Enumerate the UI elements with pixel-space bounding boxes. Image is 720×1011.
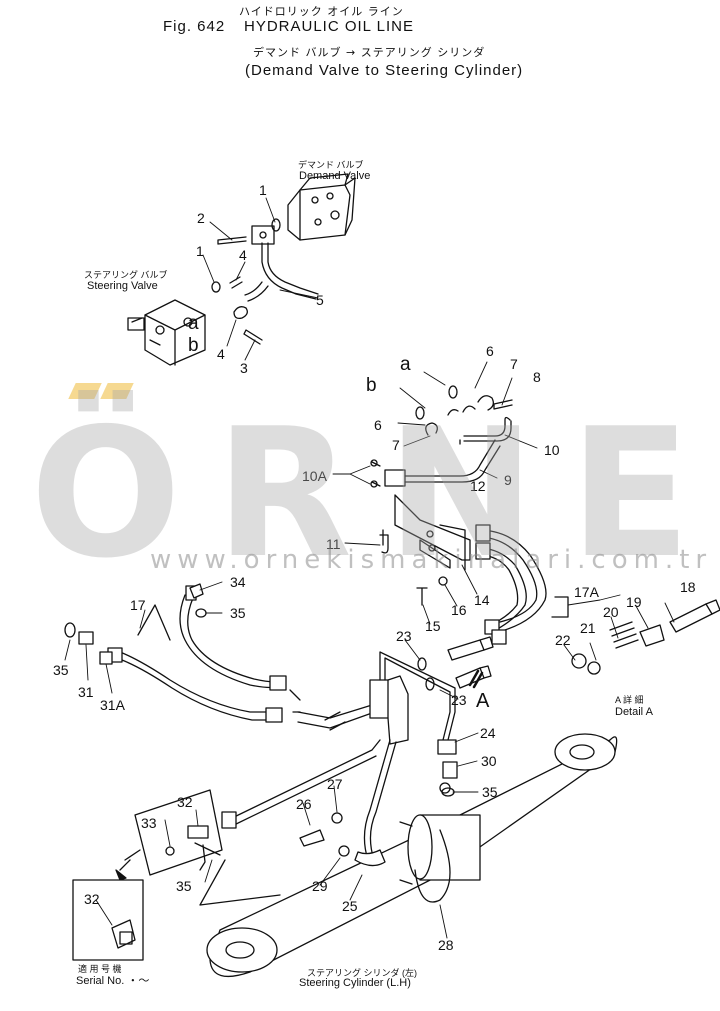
callout-12: 12	[470, 478, 486, 494]
demand-valve-part	[287, 173, 356, 241]
serial-label: Serial No. ・～	[76, 975, 150, 987]
callout-27: 27	[327, 776, 343, 792]
callout-7-lower: 7	[392, 437, 400, 453]
demand-valve-label-jp: デマンド バルブ	[298, 160, 364, 170]
title-japanese: ハイドロリック オイル ライン	[239, 5, 404, 18]
subtitle-japanese: デマンド バルブ → ステアリング シリンダ	[253, 46, 486, 59]
callout-17a: 17A	[574, 584, 599, 600]
hose-17a-part	[475, 524, 569, 645]
callout-17: 17	[130, 597, 146, 613]
callout-30: 30	[481, 753, 497, 769]
callout-35-left: 35	[53, 662, 69, 678]
callout-34: 34	[230, 574, 246, 590]
serial-inset-part	[72, 879, 144, 961]
callout-15: 15	[425, 618, 441, 634]
callout-6-lower: 6	[374, 417, 382, 433]
callout-2: 2	[197, 210, 205, 226]
callout-28: 28	[438, 937, 454, 953]
callout-3: 3	[240, 360, 248, 376]
detail-a-marker: A	[476, 690, 490, 712]
bracket-14-part	[379, 494, 471, 606]
callout-22: 22	[555, 632, 571, 648]
subtitle-english: (Demand Valve to Steering Cylinder)	[245, 62, 524, 79]
callout-19: 19	[626, 594, 642, 610]
callout-20: 20	[603, 604, 619, 620]
pipe-5-part	[211, 218, 319, 345]
demand-valve-label: Demand Valve	[299, 170, 371, 182]
callout-14: 14	[474, 592, 490, 608]
inset-box-part	[115, 789, 281, 906]
steering-cylinder-label: Steering Cylinder (L.H)	[299, 977, 411, 989]
detail-a-label: Detail A	[615, 706, 653, 718]
callout-29: 29	[312, 878, 328, 894]
callout-33: 33	[141, 815, 157, 831]
pipe-24-part	[297, 651, 458, 794]
leader-lines	[64, 197, 675, 939]
callout-23-upper: 23	[396, 628, 412, 644]
callout-10a: 10A	[302, 468, 327, 484]
callout-5: 5	[316, 292, 324, 308]
callout-1-lower: 1	[196, 243, 204, 259]
serial-label-jp: 適 用 号 機	[78, 964, 122, 974]
callout-9: 9	[504, 472, 512, 488]
steering-valve-part	[127, 299, 206, 366]
pipe-10-assembly	[370, 385, 513, 488]
callout-26: 26	[296, 796, 312, 812]
callout-7-upper: 7	[510, 356, 518, 372]
steering-cylinder-part	[206, 733, 618, 978]
connection-letter-b-pipe: b	[366, 375, 377, 396]
connection-letter-a-pipe: a	[400, 354, 411, 375]
callout-1-upper: 1	[259, 182, 267, 198]
callout-6-upper: 6	[486, 343, 494, 359]
steering-cylinder-label-jp: ステアリング シリンダ (左)	[307, 968, 417, 978]
callout-31a: 31A	[100, 697, 125, 713]
connection-letter-b-valve: b	[188, 335, 199, 356]
hose-17-part	[107, 585, 301, 723]
callout-8: 8	[533, 369, 541, 385]
callout-4-upper: 4	[239, 247, 247, 263]
steering-valve-label-jp: ステアリング バルブ	[84, 270, 168, 280]
callout-21: 21	[580, 620, 596, 636]
callout-24: 24	[480, 725, 496, 741]
callout-35-right: 35	[482, 784, 498, 800]
figure-title: HYDRAULIC OIL LINE	[244, 18, 414, 35]
callout-35-bottom: 35	[176, 878, 192, 894]
callout-11: 11	[326, 536, 341, 552]
callout-10: 10	[544, 442, 560, 458]
detail-a-label-jp: A 詳 細	[615, 695, 644, 705]
callout-4-lower: 4	[217, 346, 225, 362]
callout-18: 18	[680, 579, 696, 595]
connection-letter-a-valve: a	[188, 313, 199, 334]
callout-25: 25	[342, 898, 358, 914]
figure-number: Fig. 642	[163, 18, 226, 35]
steering-valve-label: Steering Valve	[87, 280, 158, 292]
callout-16: 16	[451, 602, 467, 618]
fittings-23-part	[417, 636, 494, 691]
callout-23-lower: 23	[451, 692, 467, 708]
fittings-left-part	[64, 583, 455, 797]
callout-35-top: 35	[230, 605, 246, 621]
callout-32-inset: 32	[177, 794, 193, 810]
callout-31: 31	[78, 684, 94, 700]
detail-a-parts	[571, 599, 720, 675]
callout-32-serial: 32	[84, 891, 100, 907]
